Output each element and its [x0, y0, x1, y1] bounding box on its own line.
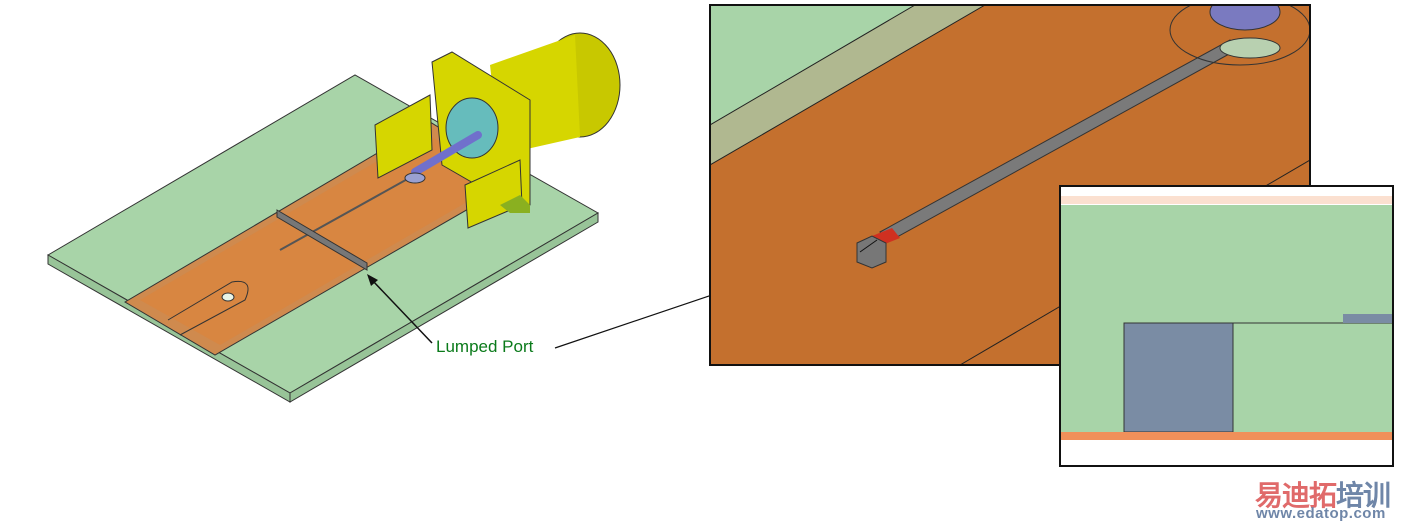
pointer-arrow — [371, 279, 433, 344]
sma-connector — [374, 32, 621, 229]
watermark-logo: 易迪拓培训 — [1255, 474, 1391, 514]
watermark-brand-blue: 培训 — [1336, 480, 1391, 511]
cross-section-inset — [1059, 185, 1394, 467]
zoom-view-panel — [709, 4, 1311, 366]
lumped-port-label: Lumped Port — [436, 337, 534, 356]
watermark-url: www.edatop.com — [1256, 505, 1386, 522]
watermark-brand-red: 易迪拓 — [1255, 480, 1337, 511]
lumped-port — [276, 209, 368, 271]
